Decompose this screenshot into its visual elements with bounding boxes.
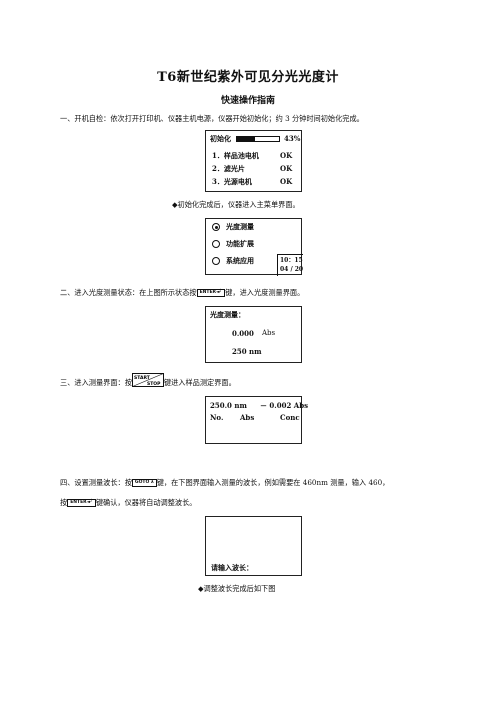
goto-key-icon: GOTO λ	[131, 479, 157, 487]
measure-screen: 250.0 nm － 0.002 Abs No. Abs Conc	[205, 396, 308, 444]
step4-text-line2-before: 按	[60, 498, 68, 507]
step2-text-before: 二、进入光度测量状态：在上图所示状态按	[60, 288, 197, 297]
radio-icon	[212, 240, 220, 248]
stop-key-label: STOP	[147, 381, 161, 387]
init-label: 初始化	[210, 134, 231, 143]
photometry-title: 光度测量：	[210, 310, 245, 319]
measure-reading: － 0.002 Abs	[260, 401, 309, 410]
radio-selected-icon	[212, 223, 220, 231]
start-key-label: START	[134, 375, 151, 381]
clock-date: 04 / 20	[280, 266, 304, 273]
wavelength-note: ◆调整波长完成后如下图	[198, 584, 276, 593]
init-row-label: 3．光源电机	[212, 177, 252, 186]
main-menu-screen: 光度测量 功能扩展 系统应用 10：15 04 / 20	[205, 218, 303, 276]
document-subtitle: 快速操作指南	[220, 96, 275, 106]
measure-col-no: No.	[210, 413, 224, 422]
step1-text: 一、开机自检：依次打开打印机、仪器主机电源，仪器开始初始化；约 3 分钟时间初始…	[60, 114, 364, 123]
enter-key-icon: ENTER◄┘	[196, 289, 226, 297]
photometry-value: 0.000	[232, 329, 254, 338]
step4-text-after: 键，在下图界面输入测量的波长，例如需要在 460nm 测量，输入 460，	[156, 478, 390, 487]
measure-col-abs: Abs	[240, 413, 255, 422]
photometry-wavelength: 250 nm	[232, 347, 262, 356]
menu-item-system: 系统应用	[226, 256, 254, 265]
wavelength-input-screen: 请输入波长：	[205, 516, 302, 576]
photometry-unit: Abs	[262, 329, 276, 337]
step4-text-before: 四、设置测量波长：按	[60, 478, 132, 487]
clock-time: 10：15	[280, 257, 303, 264]
init-row-status: OK	[280, 164, 293, 173]
step4-text-line2-after: 键确认，仪器将自动调整波长。	[95, 498, 197, 507]
measure-col-conc: Conc	[280, 413, 300, 422]
menu-item-extension: 功能扩展	[226, 239, 254, 248]
init-percent: 43%	[284, 134, 301, 143]
step3-text-after: 键进入样品测定界面。	[163, 378, 236, 387]
init-progress-bar	[236, 136, 280, 142]
menu-item-photometry: 光度测量	[226, 222, 254, 231]
photometry-screen: 光度测量： 0.000 Abs 250 nm	[205, 306, 302, 363]
radio-icon	[212, 257, 220, 265]
measure-wavelength: 250.0 nm	[210, 401, 247, 410]
init-row-status: OK	[280, 177, 293, 186]
init-row-status: OK	[280, 151, 293, 160]
document-title: T6新世纪紫外可见分光光度计	[157, 70, 339, 85]
wavelength-prompt: 请输入波长：	[211, 563, 253, 572]
step2-text-after: 键，进入光度测量界面。	[225, 288, 305, 297]
init-row-label: 2．滤光片	[212, 164, 245, 173]
clock-box: 10：15 04 / 20	[277, 254, 303, 276]
init-row-label: 1．样品池电机	[212, 151, 259, 160]
init-note: ◆初始化完成后，仪器进入主菜单界面。	[172, 200, 300, 209]
enter-key-icon: ENTER◄┘	[67, 499, 96, 507]
init-screen: 初始化 43% 1．样品池电机 OK 2．滤光片 OK 3．光源电机 OK	[205, 130, 302, 192]
step3-text-before: 三、进入测量界面：按	[60, 378, 132, 387]
